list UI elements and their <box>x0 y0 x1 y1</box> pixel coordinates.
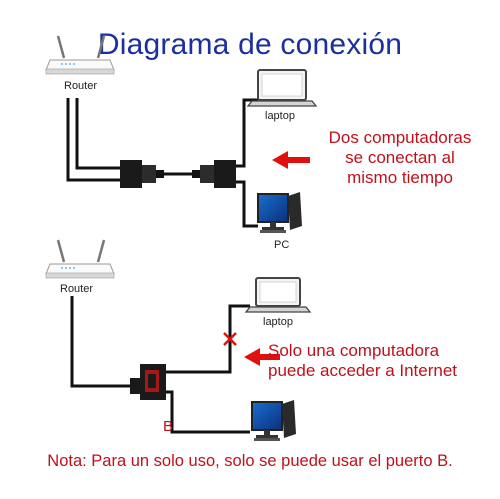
laptop-label: laptop <box>265 110 295 122</box>
router-label: Router <box>64 80 98 92</box>
laptop-label: laptop <box>263 316 293 328</box>
blocked-x-icon <box>223 332 237 346</box>
router-icon <box>45 239 115 279</box>
callout-line: puede acceder a Internet <box>268 361 458 380</box>
callout-top: Dos computadoras se conectan al mismo ti… <box>306 128 494 188</box>
callout-line: se conectan al <box>345 148 455 167</box>
callout-line: Dos computadoras <box>328 128 472 147</box>
cable <box>236 98 258 228</box>
router-icon <box>45 35 115 75</box>
port-label: B <box>162 418 173 435</box>
splitter-connector <box>120 160 164 188</box>
splitter-connector <box>130 364 166 400</box>
arrow-left-icon <box>244 348 280 366</box>
router-label: Router <box>60 283 94 295</box>
cable <box>166 304 250 434</box>
cable <box>66 98 120 182</box>
diagram-title: Diagrama de conexión <box>97 28 403 61</box>
usage-note: Nota: Para un solo uso, solo se puede us… <box>47 452 453 470</box>
pc-icon <box>257 192 302 233</box>
pc-label: PC <box>274 239 290 251</box>
cable <box>70 296 130 388</box>
laptop-icon <box>244 277 312 313</box>
laptop-icon <box>246 69 318 107</box>
pc-icon <box>251 400 296 441</box>
callout-line: Solo una computadora <box>268 341 440 360</box>
splitter-connector <box>192 160 236 188</box>
callout-line: mismo tiempo <box>347 168 453 187</box>
callout-bottom: Solo una computadora puede acceder a Int… <box>268 341 490 381</box>
arrow-left-icon <box>272 151 310 169</box>
